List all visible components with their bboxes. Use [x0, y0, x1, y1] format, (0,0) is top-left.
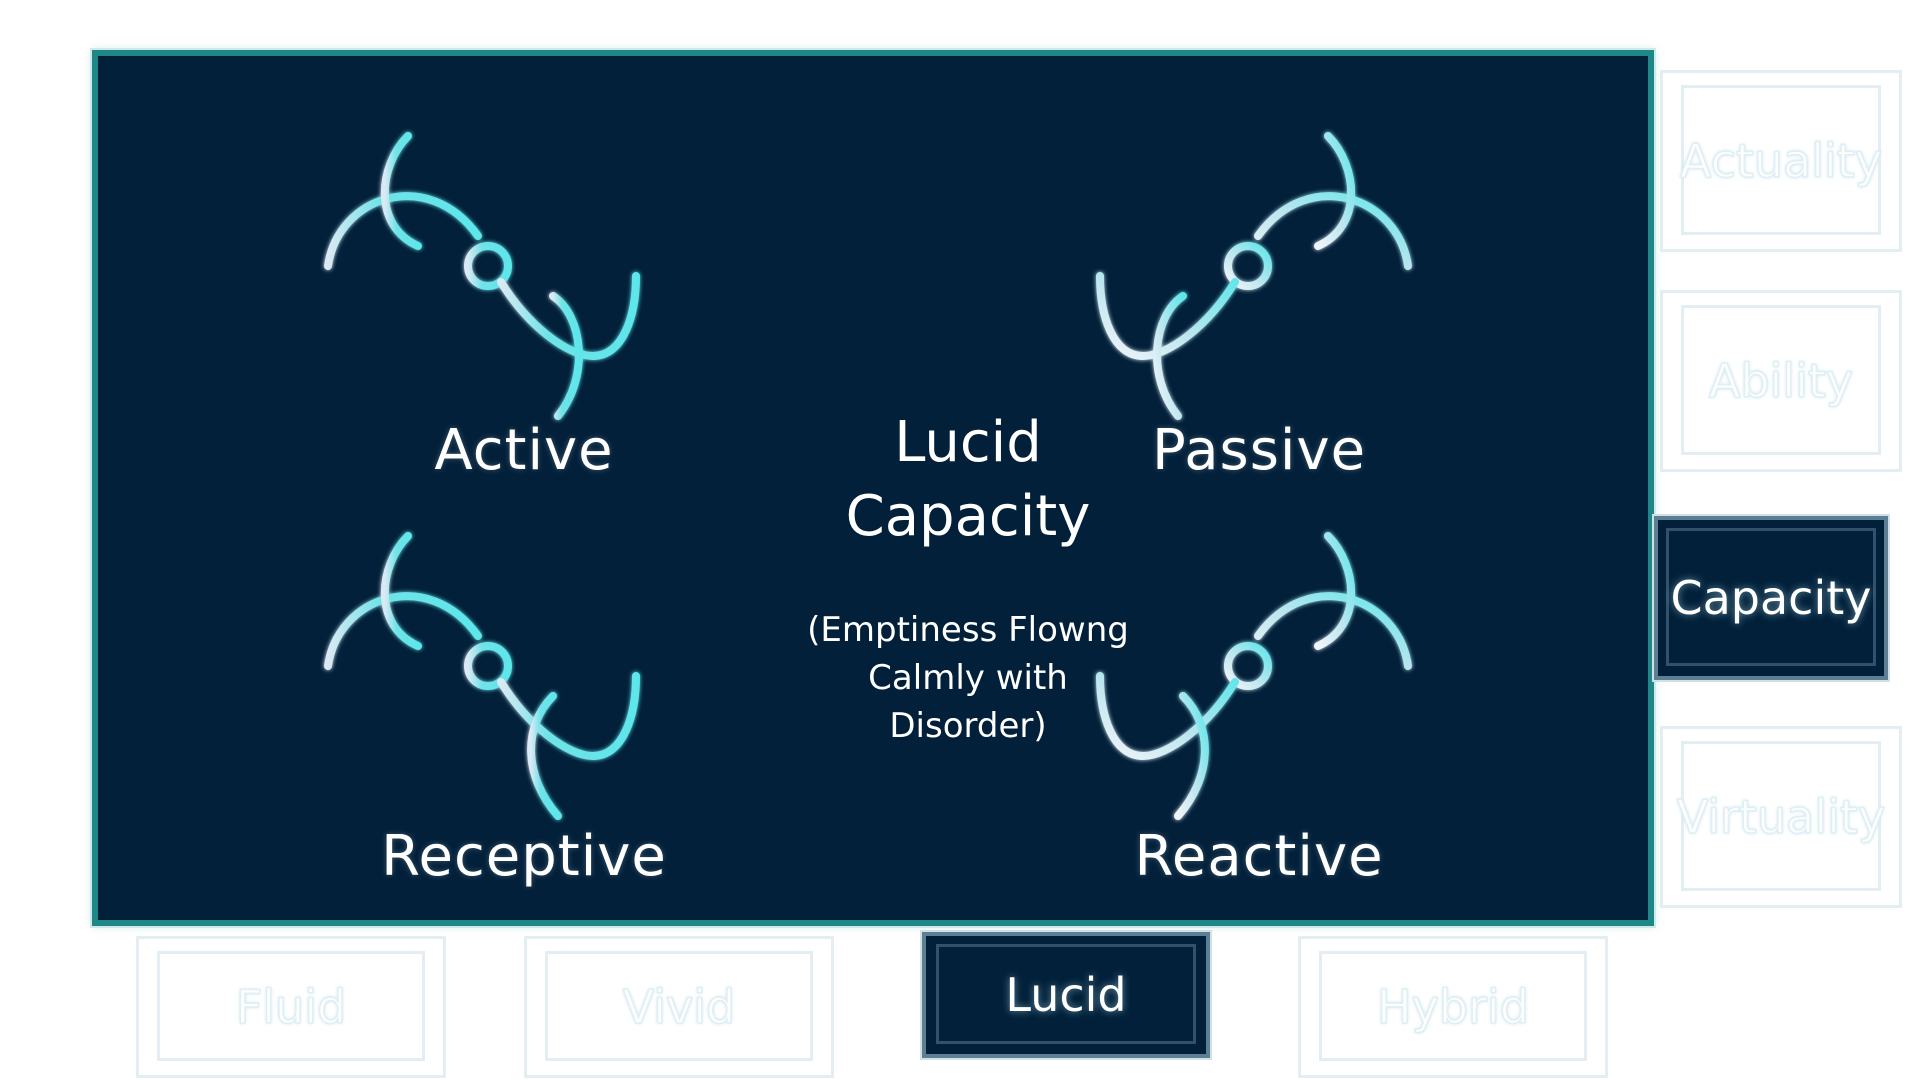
- subtitle-line: Disorder): [889, 706, 1047, 746]
- tab-lucid[interactable]: Lucid: [922, 932, 1210, 1058]
- tab-frame: [1681, 741, 1881, 891]
- subtitle-line: (Emptiness Flowng: [807, 610, 1129, 650]
- tab-label: Hybrid: [1376, 979, 1529, 1035]
- tab-frame: [1319, 951, 1587, 1061]
- title-line: Lucid: [894, 410, 1042, 475]
- quadrant-label-reactive: Reactive: [1134, 824, 1384, 889]
- main-panel: Active Passive Receptive Reactive Lucid …: [92, 50, 1654, 926]
- tab-label: Virtuality: [1676, 789, 1886, 845]
- quadrant-label-receptive: Receptive: [381, 824, 667, 889]
- tab-label: Fluid: [235, 979, 347, 1035]
- swirl-glyph-icon: [318, 526, 658, 846]
- tab-frame: [1666, 528, 1876, 666]
- subtitle: (Emptiness Flowng Calmly with Disorder): [768, 606, 1168, 750]
- swirl-glyph-icon: [318, 126, 658, 446]
- swirl-glyph-icon: [1078, 126, 1418, 446]
- quadrant-label-active: Active: [434, 418, 614, 483]
- quadrant-label-passive: Passive: [1151, 418, 1367, 483]
- title-line: Capacity: [845, 484, 1091, 549]
- tab-label: Capacity: [1670, 571, 1872, 625]
- tab-capacity[interactable]: Capacity: [1654, 516, 1888, 680]
- tab-label: Vivid: [622, 979, 736, 1035]
- page-title: Lucid Capacity: [788, 406, 1148, 554]
- tab-frame: [1681, 85, 1881, 235]
- tab-virtuality[interactable]: Virtuality: [1660, 726, 1902, 908]
- tab-frame: [545, 951, 813, 1061]
- tab-label: Ability: [1708, 353, 1854, 409]
- tab-frame: [936, 944, 1196, 1044]
- tab-label: Actuality: [1679, 133, 1883, 189]
- tab-label: Lucid: [1005, 968, 1127, 1022]
- tab-ability[interactable]: Ability: [1660, 290, 1902, 472]
- tab-vivid[interactable]: Vivid: [524, 936, 834, 1078]
- tab-fluid[interactable]: Fluid: [136, 936, 446, 1078]
- tab-actuality[interactable]: Actuality: [1660, 70, 1902, 252]
- tab-hybrid[interactable]: Hybrid: [1298, 936, 1608, 1078]
- tab-frame: [157, 951, 425, 1061]
- tab-frame: [1681, 305, 1881, 455]
- subtitle-line: Calmly with: [868, 658, 1068, 698]
- swirl-glyph-icon: [1078, 526, 1418, 846]
